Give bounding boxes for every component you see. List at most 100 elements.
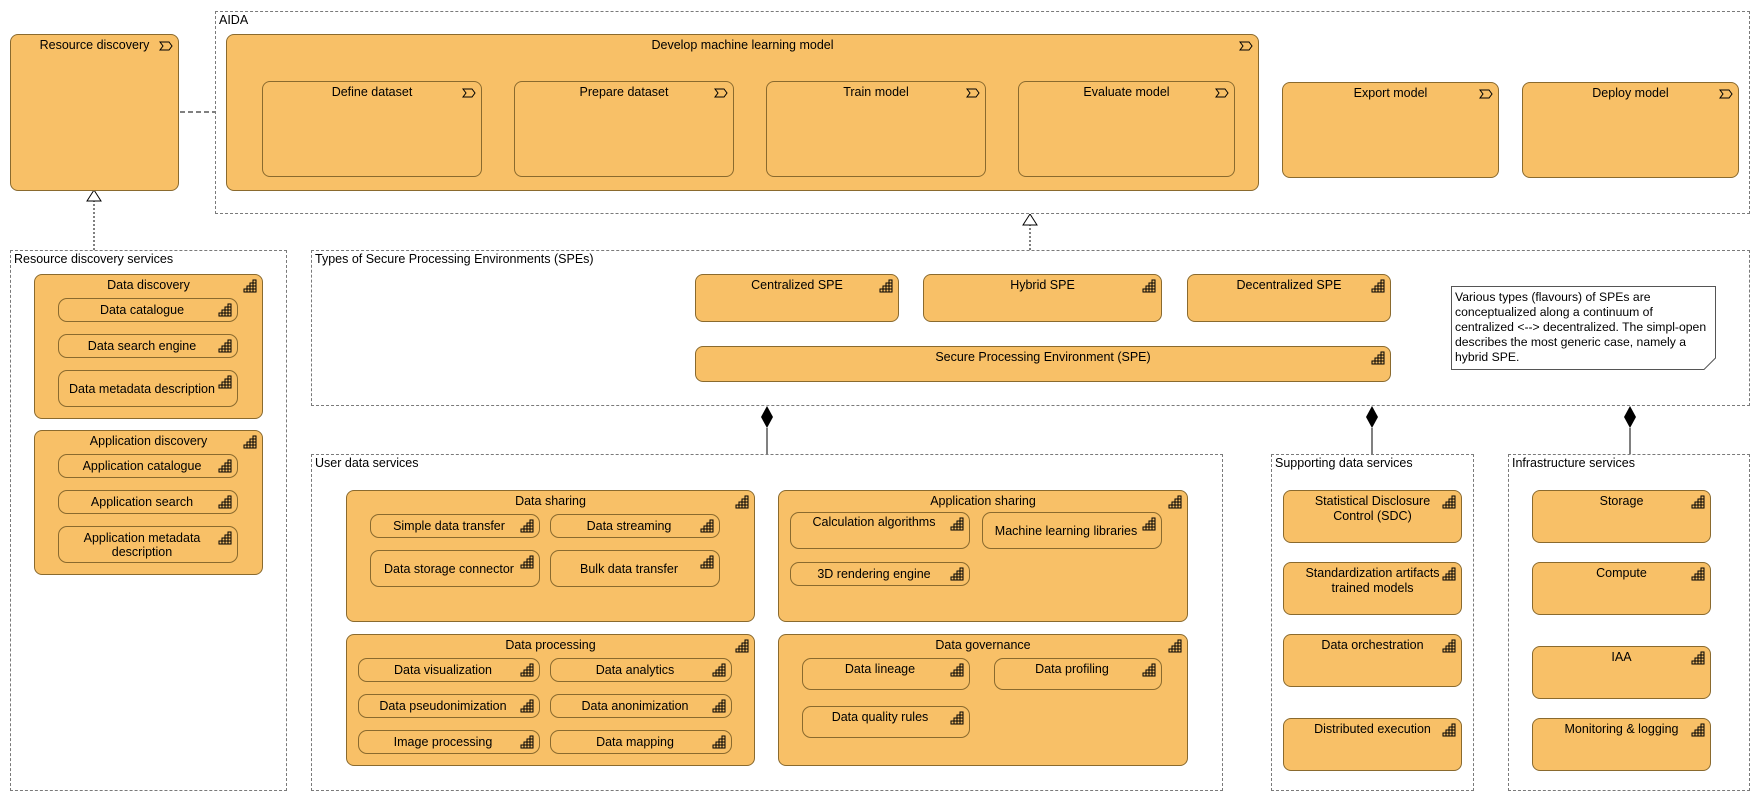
- application-discovery-label: Application discovery: [89, 434, 208, 448]
- resource-discovery-label: Resource discovery: [39, 38, 150, 52]
- data-profiling-service[interactable]: Data profiling: [994, 658, 1162, 690]
- data-orchestration-label: Data orchestration: [1321, 638, 1424, 652]
- secure-processing-environment-label: Secure Processing Environment (SPE): [935, 350, 1151, 364]
- simple-data-transfer-service[interactable]: Simple data transfer: [370, 514, 540, 538]
- service-grid-icon: [712, 699, 726, 713]
- data-metadata-description-service[interactable]: Data metadata description: [58, 370, 238, 407]
- 3d-rendering-engine-service[interactable]: 3D rendering engine: [790, 562, 970, 586]
- service-grid-icon: [1442, 723, 1456, 737]
- prepare-dataset-process[interactable]: Prepare dataset: [514, 81, 734, 177]
- application-search-service[interactable]: Application search: [58, 490, 238, 514]
- application-metadata-description-label: Application metadata description: [83, 530, 201, 559]
- resource-discovery-process[interactable]: Resource discovery: [10, 34, 179, 191]
- evaluate-model-label: Evaluate model: [1083, 85, 1170, 99]
- process-chevron-icon: [1479, 89, 1493, 99]
- service-grid-icon: [1691, 723, 1705, 737]
- application-catalogue-service[interactable]: Application catalogue: [58, 454, 238, 478]
- decentralized-spe[interactable]: Decentralized SPE: [1187, 274, 1391, 322]
- spe-note-text: Various types (flavours) of SPEs are con…: [1455, 290, 1707, 364]
- process-chevron-icon: [462, 88, 476, 98]
- data-search-engine-service[interactable]: Data search engine: [58, 334, 238, 358]
- data-mapping-label: Data mapping: [596, 735, 674, 749]
- service-grid-icon: [1691, 651, 1705, 665]
- service-grid-icon: [1691, 567, 1705, 581]
- data-visualization-service[interactable]: Data visualization: [358, 658, 540, 682]
- standardization-artifacts-label: Standardization artifacts trained models: [1305, 566, 1440, 595]
- data-anonimization-label: Data anonimization: [581, 699, 689, 713]
- distributed-execution-service[interactable]: Distributed execution: [1283, 718, 1462, 771]
- service-grid-icon: [520, 519, 534, 533]
- application-sharing-service[interactable]: Application sharing: [778, 490, 1188, 622]
- service-grid-icon: [950, 517, 964, 531]
- data-lineage-label: Data lineage: [844, 662, 916, 676]
- data-mapping-service[interactable]: Data mapping: [550, 730, 732, 754]
- evaluate-model-process[interactable]: Evaluate model: [1018, 81, 1235, 177]
- monitoring-logging-service[interactable]: Monitoring & logging: [1532, 718, 1711, 771]
- compute-service[interactable]: Compute: [1532, 562, 1711, 615]
- service-grid-icon: [1442, 639, 1456, 653]
- service-grid-icon: [1442, 495, 1456, 509]
- storage-service[interactable]: Storage: [1532, 490, 1711, 543]
- service-grid-icon: [950, 567, 964, 581]
- application-metadata-description-service[interactable]: Application metadata description: [58, 526, 238, 563]
- data-lineage-service[interactable]: Data lineage: [802, 658, 970, 690]
- data-catalogue-label: Data catalogue: [99, 303, 185, 317]
- data-quality-rules-service[interactable]: Data quality rules: [802, 706, 970, 738]
- aida-group-label: AIDA: [219, 13, 249, 27]
- iaa-service[interactable]: IAA: [1532, 646, 1711, 699]
- service-grid-icon: [735, 639, 749, 653]
- service-grid-icon: [1168, 639, 1182, 653]
- service-grid-icon: [1691, 495, 1705, 509]
- service-grid-icon: [700, 519, 714, 533]
- deploy-model-process[interactable]: Deploy model: [1522, 82, 1739, 178]
- data-search-engine-label: Data search engine: [87, 339, 197, 353]
- hybrid-spe[interactable]: Hybrid SPE: [923, 274, 1162, 322]
- data-storage-connector-service[interactable]: Data storage connector: [370, 550, 540, 587]
- data-analytics-service[interactable]: Data analytics: [550, 658, 732, 682]
- image-processing-service[interactable]: Image processing: [358, 730, 540, 754]
- application-search-label: Application search: [90, 495, 194, 509]
- user-data-services-label: User data services: [315, 456, 419, 470]
- spe-types-label: Types of Secure Processing Environments …: [315, 252, 594, 266]
- data-streaming-label: Data streaming: [586, 519, 672, 533]
- service-grid-icon: [950, 711, 964, 725]
- calculation-algorithms-service[interactable]: Calculation algorithms: [790, 512, 970, 549]
- service-grid-icon: [218, 375, 232, 389]
- data-pseudonimization-service[interactable]: Data pseudonimization: [358, 694, 540, 718]
- data-orchestration-service[interactable]: Data orchestration: [1283, 634, 1462, 687]
- spe-note: Various types (flavours) of SPEs are con…: [1451, 286, 1716, 370]
- distributed-execution-label: Distributed execution: [1314, 722, 1431, 736]
- sdc-service[interactable]: Statistical Disclosure Control (SDC): [1283, 490, 1462, 543]
- compute-label: Compute: [1596, 566, 1647, 580]
- service-grid-icon: [1371, 351, 1385, 365]
- service-grid-icon: [1142, 517, 1156, 531]
- machine-learning-libraries-service[interactable]: Machine learning libraries: [982, 512, 1162, 549]
- define-dataset-process[interactable]: Define dataset: [262, 81, 482, 177]
- sdc-label: Statistical Disclosure Control (SDC): [1314, 494, 1431, 523]
- bulk-data-transfer-label: Bulk data transfer: [580, 561, 678, 576]
- service-grid-icon: [1168, 495, 1182, 509]
- service-grid-icon: [520, 663, 534, 677]
- data-catalogue-service[interactable]: Data catalogue: [58, 298, 238, 322]
- service-grid-icon: [950, 663, 964, 677]
- prepare-dataset-label: Prepare dataset: [579, 85, 669, 99]
- centralized-spe[interactable]: Centralized SPE: [695, 274, 899, 322]
- service-grid-icon: [879, 279, 893, 293]
- service-grid-icon: [1442, 567, 1456, 581]
- bulk-data-transfer-service[interactable]: Bulk data transfer: [550, 550, 720, 587]
- export-model-process[interactable]: Export model: [1282, 82, 1499, 178]
- service-grid-icon: [243, 435, 257, 449]
- train-model-process[interactable]: Train model: [766, 81, 986, 177]
- service-grid-icon: [243, 279, 257, 293]
- data-governance-service[interactable]: Data governance: [778, 634, 1188, 766]
- standardization-artifacts-service[interactable]: Standardization artifacts trained models: [1283, 562, 1462, 615]
- service-grid-icon: [218, 495, 232, 509]
- secure-processing-environment[interactable]: Secure Processing Environment (SPE): [695, 346, 1391, 382]
- process-chevron-icon: [1719, 89, 1733, 99]
- process-chevron-icon: [159, 41, 173, 51]
- data-streaming-service[interactable]: Data streaming: [550, 514, 720, 538]
- data-anonimization-service[interactable]: Data anonimization: [550, 694, 732, 718]
- service-grid-icon: [218, 339, 232, 353]
- service-grid-icon: [520, 735, 534, 749]
- data-processing-label: Data processing: [505, 638, 596, 652]
